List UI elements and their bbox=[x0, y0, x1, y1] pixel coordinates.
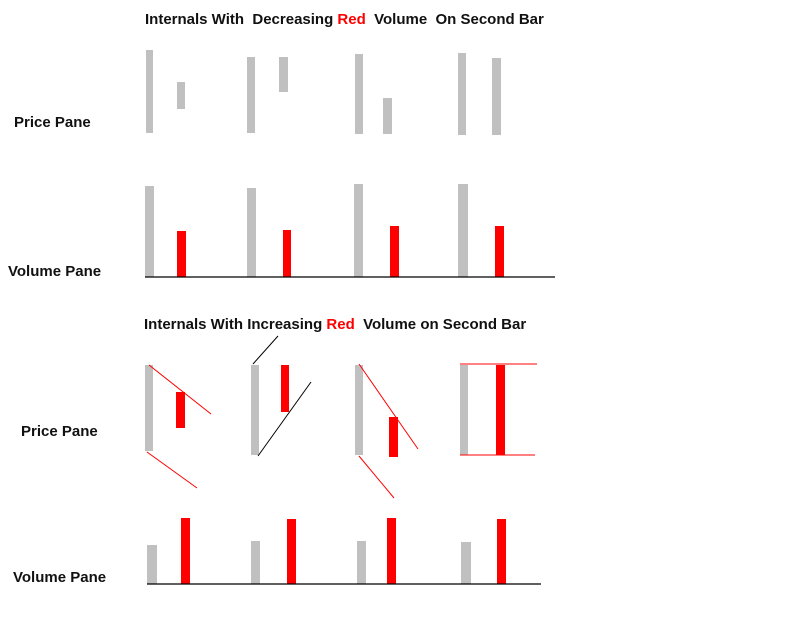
top-title-pre: Internals With Decreasing bbox=[145, 11, 337, 28]
volume-bar-red bbox=[390, 226, 399, 277]
bottom-title: Internals With Increasing Red Volume on … bbox=[144, 316, 526, 333]
price-bar-red bbox=[389, 417, 398, 457]
price-bar-gray bbox=[146, 50, 153, 133]
volume-bar-red bbox=[387, 518, 396, 584]
volume-bar-gray bbox=[461, 542, 471, 584]
trend-line-black bbox=[252, 335, 279, 365]
price-bar-gray bbox=[383, 98, 392, 134]
top-title: Internals With Decreasing Red Volume On … bbox=[145, 11, 544, 28]
bottom-title-pre: Internals With Increasing bbox=[144, 316, 326, 333]
price-bar-gray bbox=[355, 54, 363, 134]
bottom-title-red: Red bbox=[326, 316, 354, 333]
bottom-price-pane bbox=[145, 335, 537, 499]
volume-bar-red bbox=[287, 519, 296, 584]
bottom-volume-pane-label: Volume Pane bbox=[13, 569, 106, 586]
top-volume-pane-label: Volume Pane bbox=[8, 263, 101, 280]
price-bar-red bbox=[176, 392, 185, 428]
volume-bar-gray bbox=[458, 184, 468, 277]
price-bar-gray bbox=[355, 365, 363, 455]
price-bar-gray bbox=[177, 82, 185, 109]
bottom-price-pane-label: Price Pane bbox=[21, 423, 98, 440]
price-bar-gray bbox=[492, 58, 501, 135]
price-bar-gray bbox=[247, 57, 255, 133]
volume-bar-gray bbox=[357, 541, 366, 584]
price-bar-red bbox=[496, 365, 505, 455]
volume-bar-gray bbox=[145, 186, 154, 277]
bottom-volume-pane bbox=[147, 518, 541, 585]
price-bar-gray bbox=[145, 365, 153, 451]
trend-line-red bbox=[148, 364, 212, 415]
volume-bar-gray bbox=[147, 545, 157, 584]
volume-bar-red bbox=[497, 519, 506, 584]
price-bar-gray bbox=[251, 365, 259, 455]
trend-line-red bbox=[146, 451, 198, 489]
trend-line-red bbox=[358, 455, 395, 499]
top-volume-pane bbox=[145, 184, 555, 278]
price-bar-red bbox=[281, 365, 289, 412]
top-title-post: Volume On Second Bar bbox=[366, 11, 544, 28]
price-bar-gray bbox=[279, 57, 288, 92]
volume-bar-red bbox=[495, 226, 504, 277]
volume-bar-red bbox=[283, 230, 291, 277]
volume-bar-red bbox=[181, 518, 190, 584]
trend-line-red bbox=[358, 363, 419, 450]
volume-bar-gray bbox=[354, 184, 363, 277]
price-bar-gray bbox=[460, 365, 468, 455]
volume-bar-red bbox=[177, 231, 186, 277]
volume-bar-gray bbox=[247, 188, 256, 277]
top-title-red: Red bbox=[337, 11, 365, 28]
top-price-pane bbox=[146, 50, 501, 135]
trend-line-black bbox=[257, 381, 312, 457]
bottom-title-post: Volume on Second Bar bbox=[355, 316, 527, 333]
volume-bar-gray bbox=[251, 541, 260, 584]
top-price-pane-label: Price Pane bbox=[14, 114, 91, 131]
price-bar-gray bbox=[458, 53, 466, 135]
